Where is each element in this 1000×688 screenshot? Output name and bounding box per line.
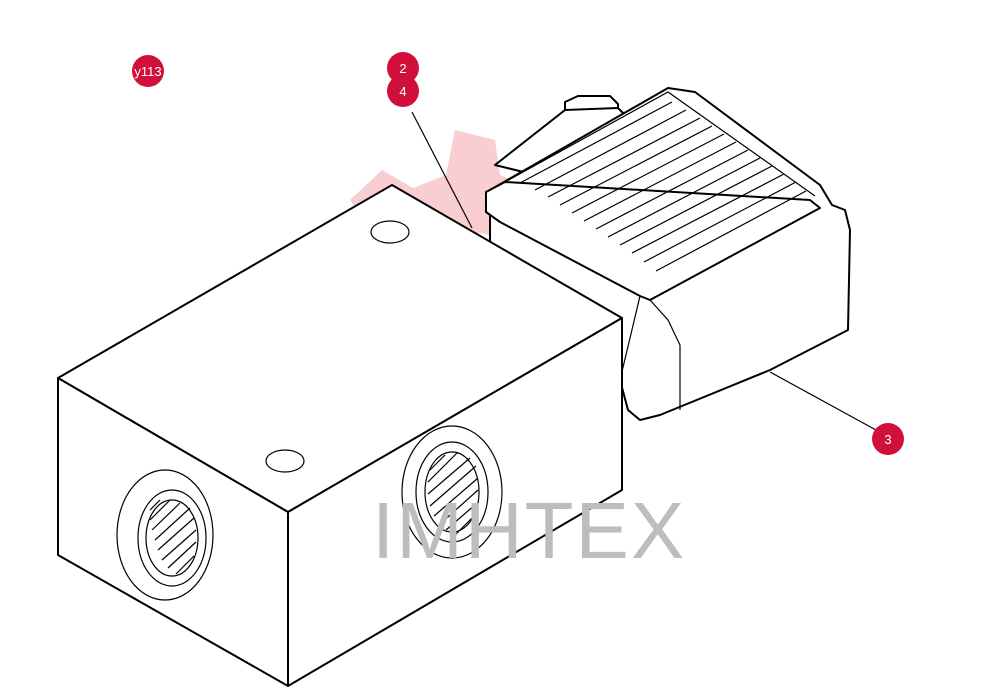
right-port xyxy=(401,425,503,559)
callout-sheet-ref[interactable]: y113 xyxy=(132,55,164,87)
watermark-text: IMHTEX xyxy=(372,486,686,575)
svg-text:3: 3 xyxy=(884,432,891,447)
svg-text:2: 2 xyxy=(399,61,406,76)
valve-block xyxy=(57,184,623,687)
callout-4[interactable]: 4 xyxy=(387,75,419,107)
callout-2[interactable]: 2 xyxy=(387,52,419,84)
svg-text:y113: y113 xyxy=(134,64,161,79)
left-port xyxy=(116,469,214,601)
leader-line-4 xyxy=(411,111,473,229)
svg-text:4: 4 xyxy=(399,84,406,99)
leader-line-3 xyxy=(769,371,877,431)
mounting-hole xyxy=(265,449,305,473)
callout-3[interactable]: 3 xyxy=(872,423,904,455)
mounting-hole xyxy=(370,220,410,244)
